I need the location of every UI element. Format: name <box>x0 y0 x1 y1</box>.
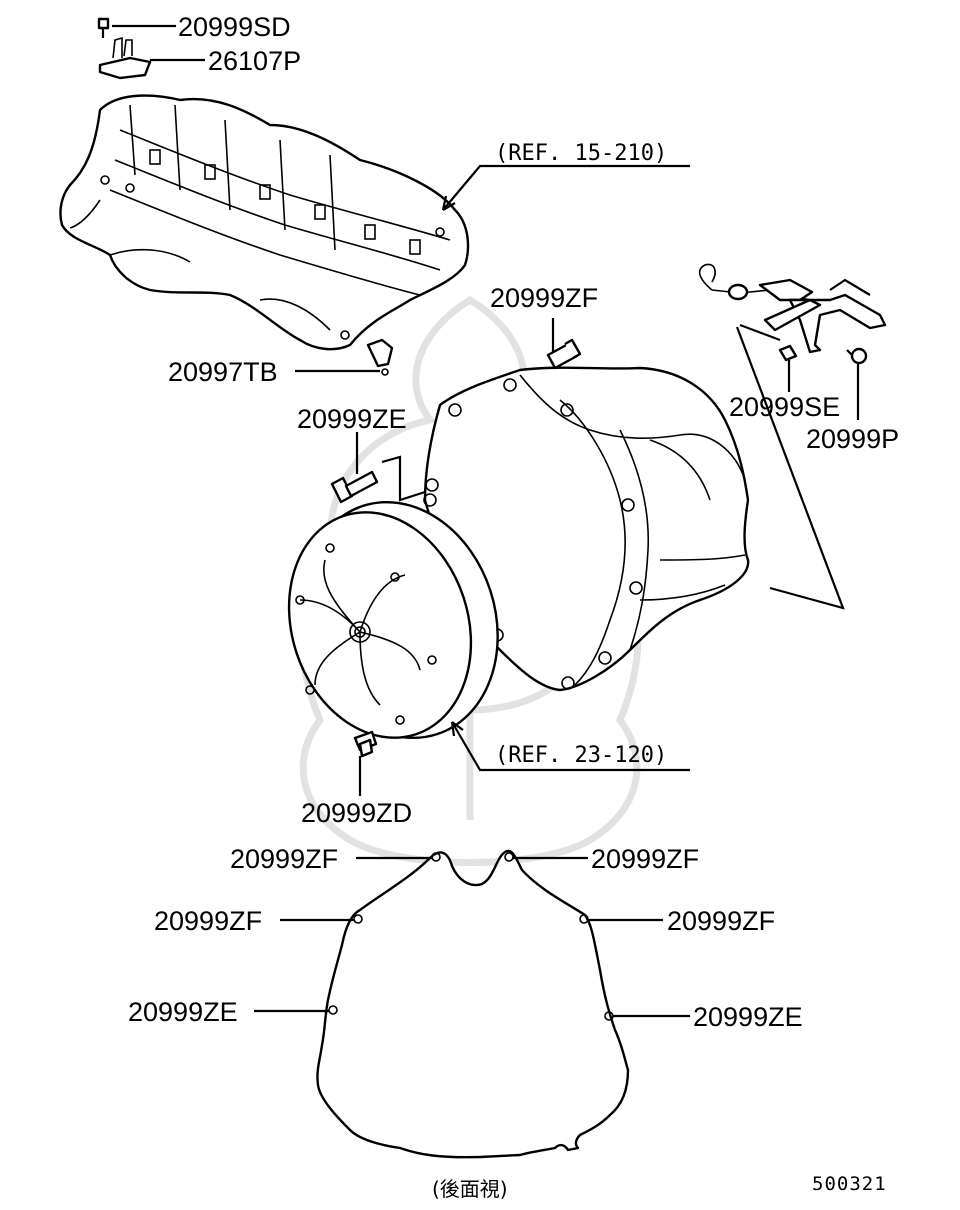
diagram-code: 500321 <box>812 1173 887 1195</box>
label-20999p[interactable]: 20999P <box>806 424 899 454</box>
view-caption: (後面視) <box>432 1177 508 1201</box>
label-rear-ze-left[interactable]: 20999ZE <box>128 997 238 1027</box>
leader-20999ze-to-case <box>381 455 426 502</box>
label-rear-zf-lower-left[interactable]: 20999ZF <box>154 906 262 936</box>
ref-leader-manifold <box>442 164 690 211</box>
label-rear-zf-lower-right[interactable]: 20999ZF <box>667 906 775 936</box>
bolt-20999p-icon[interactable] <box>846 347 868 365</box>
bolt-20999zd-icon[interactable] <box>353 730 378 758</box>
label-20999zf-top[interactable]: 20999ZF <box>490 283 598 313</box>
bolt-20999zf-icon[interactable] <box>546 338 582 370</box>
label-20999se[interactable]: 20999SE <box>729 392 840 422</box>
dipstick-bracket-assembly[interactable] <box>698 263 887 354</box>
rear-view-housing-outline[interactable] <box>316 849 630 1159</box>
clip-20997tb-icon[interactable] <box>366 338 394 376</box>
ref-leader-converter <box>451 721 690 772</box>
arrowhead-converter <box>450 721 464 737</box>
ref-label-manifold[interactable]: (REF. 15-210) <box>495 141 667 166</box>
leader-bracket-to-case <box>735 326 845 610</box>
arrowhead-manifold <box>441 195 456 211</box>
bolt-20999ze-icon[interactable] <box>330 470 379 504</box>
ref-label-converter[interactable]: (REF. 23-120) <box>495 743 667 768</box>
transmission-case[interactable] <box>423 366 750 692</box>
label-20997tb[interactable]: 20997TB <box>168 357 278 387</box>
intake-manifold[interactable] <box>59 94 470 351</box>
label-20999sd[interactable]: 20999SD <box>178 12 291 42</box>
label-20999ze-top[interactable]: 20999ZE <box>297 404 407 434</box>
label-rear-zf-upper-left[interactable]: 20999ZF <box>230 844 338 874</box>
label-26107p[interactable]: 26107P <box>208 46 301 76</box>
torque-converter[interactable] <box>261 477 528 764</box>
bolt-20999se-icon[interactable] <box>778 344 798 362</box>
label-rear-zf-upper-right[interactable]: 20999ZF <box>591 844 699 874</box>
bracket-26107p-icon[interactable] <box>98 36 152 80</box>
bolt-20999sd-icon[interactable] <box>97 17 110 38</box>
label-20999zd[interactable]: 20999ZD <box>301 798 412 828</box>
label-rear-ze-right[interactable]: 20999ZE <box>693 1002 803 1032</box>
